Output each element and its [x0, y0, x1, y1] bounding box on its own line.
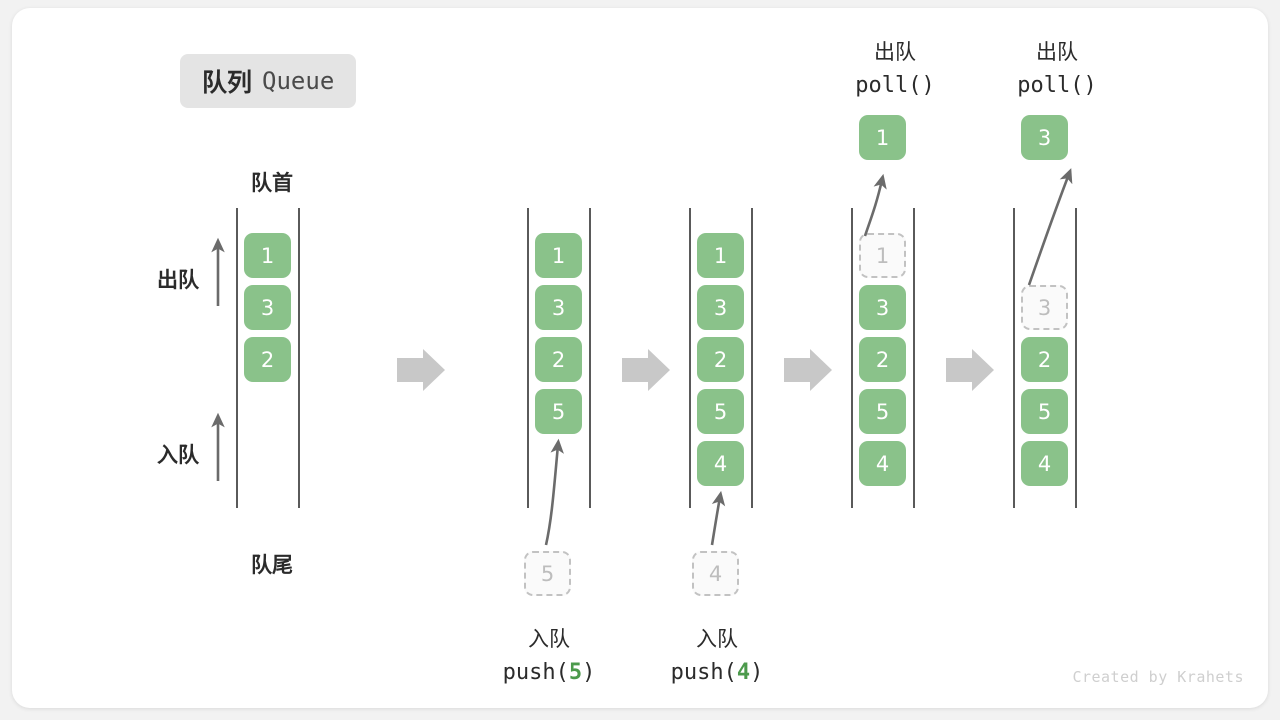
queue-rail-left-step3 — [689, 208, 691, 508]
queue-cell: 4 — [1021, 441, 1068, 486]
step-separator-arrow-icon — [946, 349, 994, 391]
queue-cell: 2 — [859, 337, 906, 382]
dequeue-direction-label: 出队 — [157, 268, 199, 292]
push-arrow-4 — [710, 490, 726, 546]
queue-cell: 5 — [1021, 389, 1068, 434]
poll-arrow-1 — [863, 173, 887, 237]
queue-rail-right-step1 — [298, 208, 300, 508]
queue-front-label: 队首 — [251, 171, 293, 195]
incoming-element-ghost: 5 — [524, 551, 571, 596]
step-separator-arrow-icon — [397, 349, 445, 391]
caption-code: push(4) — [670, 659, 764, 685]
caption-chinese: 出队 — [874, 40, 916, 64]
diagram-title-badge: 队列 Queue — [180, 54, 357, 108]
enqueue-direction-label: 入队 — [157, 443, 199, 467]
queue-rear-label: 队尾 — [251, 553, 293, 577]
incoming-element-ghost: 4 — [692, 551, 739, 596]
queue-cell-removed: 3 — [1021, 285, 1068, 330]
step-caption-push-5: 入队 push(5) — [459, 623, 639, 690]
diagram-card: 队列 Queue 队首 队尾 出队 入队 1 3 2 1 3 2 5 5 入队 … — [12, 8, 1268, 708]
poll-arrow-3 — [1027, 168, 1073, 286]
queue-cell: 2 — [535, 337, 582, 382]
arrows-overlay — [211, 168, 1073, 546]
queue-cell: 1 — [244, 233, 291, 278]
queue-cell: 3 — [244, 285, 291, 330]
caption-chinese: 入队 — [528, 627, 570, 651]
queue-cell-new: 4 — [697, 441, 744, 486]
queue-cell-new: 5 — [535, 389, 582, 434]
step-caption-push-4: 入队 push(4) — [627, 623, 807, 690]
caption-code: poll() — [855, 72, 935, 98]
step-caption-poll-3: 出队 poll() — [967, 36, 1147, 103]
step-caption-poll-1: 出队 poll() — [805, 36, 985, 103]
queue-cell: 1 — [697, 233, 744, 278]
queue-rail-right-step3 — [751, 208, 753, 508]
queue-cell: 2 — [1021, 337, 1068, 382]
step-separator-arrow-icon — [622, 349, 670, 391]
popped-element: 1 — [859, 115, 906, 160]
step-separator-arrow-icon — [784, 349, 832, 391]
queue-rail-right-step5 — [1075, 208, 1077, 508]
caption-code: poll() — [1017, 72, 1097, 98]
queue-cell: 5 — [859, 389, 906, 434]
queue-cell: 4 — [859, 441, 906, 486]
caption-chinese: 出队 — [1036, 40, 1078, 64]
watermark-credit: Created by Krahets — [1072, 668, 1244, 686]
queue-rail-left-step1 — [236, 208, 238, 508]
queue-rail-right-step2 — [589, 208, 591, 508]
queue-cell-removed: 1 — [859, 233, 906, 278]
queue-cell: 5 — [697, 389, 744, 434]
queue-cell: 1 — [535, 233, 582, 278]
queue-cell: 3 — [535, 285, 582, 330]
title-english: Queue — [262, 67, 335, 95]
queue-cell: 3 — [697, 285, 744, 330]
queue-cell: 2 — [697, 337, 744, 382]
queue-rail-left-step2 — [527, 208, 529, 508]
queue-rail-left-step4 — [851, 208, 853, 508]
queue-rail-right-step4 — [913, 208, 915, 508]
title-chinese: 队列 — [202, 68, 253, 97]
queue-rail-left-step5 — [1013, 208, 1015, 508]
caption-code: push(5) — [502, 659, 596, 685]
popped-element: 3 — [1021, 115, 1068, 160]
caption-chinese: 入队 — [696, 627, 738, 651]
queue-cell: 3 — [859, 285, 906, 330]
push-arrow-5 — [544, 438, 564, 546]
queue-cell: 2 — [244, 337, 291, 382]
